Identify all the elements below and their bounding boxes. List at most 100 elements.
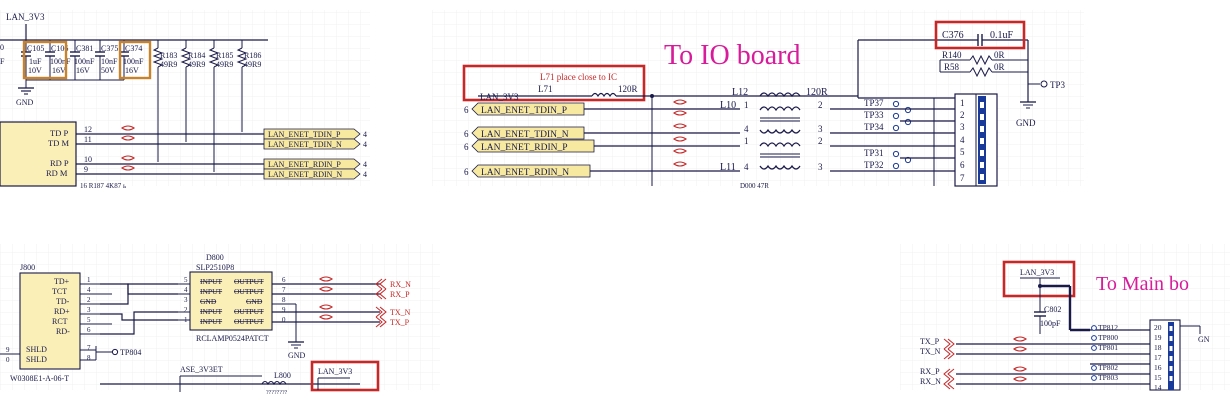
pin-number: 3: [818, 124, 823, 134]
highlight-box-c376: [934, 20, 1026, 50]
resistor-ref: R186: [244, 51, 261, 60]
sheet-ref: 4: [363, 130, 367, 139]
sheet-ref: 4: [363, 170, 367, 179]
power-net-label: LAN_3V3: [318, 367, 352, 376]
tvs-pin-name: OUTPUT: [234, 287, 264, 296]
cap-voltage: 16V: [125, 66, 139, 75]
tvs-pin-name: INPUT: [200, 277, 223, 286]
cap-group-box: [22, 40, 68, 80]
pin-number: 3: [184, 296, 188, 304]
pin-number: 9: [84, 165, 88, 174]
highlight-box-lan3v3: [1002, 260, 1076, 298]
pin-number: 6: [282, 276, 286, 284]
choke-ref: L10: [720, 100, 736, 111]
pin-number: 10: [84, 155, 92, 164]
net-label-text: TX_N: [920, 347, 941, 356]
test-point-label: TP3: [1050, 80, 1066, 90]
net-label-text: LAN_ENET_RDIN_P: [268, 160, 341, 169]
pin-number: 16: [1154, 363, 1162, 372]
resistor-r184: R184 49R9: [180, 40, 205, 142]
pin-number: 4: [744, 124, 749, 134]
sheet-ref: 6: [464, 105, 469, 115]
resistor-r186: R186 49R9: [236, 40, 261, 132]
pin-number: 0: [282, 316, 286, 324]
panel-d-main-board: To Main bo LAN_3V3 C802 100pF TX_P TX_N …: [900, 244, 1230, 392]
gnd-label: GN: [1198, 335, 1210, 344]
cap-voltage: 16V: [52, 66, 66, 75]
test-point-label: TP34: [864, 122, 884, 132]
net-label-tdin-p-b: 6 LAN_ENET_TDIN_P: [464, 102, 585, 116]
capacitor-c375: C375 10nF 50V: [95, 40, 118, 80]
pin-number: 8: [87, 354, 91, 362]
pin-number: 0: [6, 356, 10, 364]
pin-number: 3: [960, 122, 965, 132]
resistor-value: 0R: [994, 50, 1005, 60]
net-label-text: LAN_ENET_RDIN_P: [481, 143, 568, 153]
net-label-rx-p-d: RX_P: [920, 367, 955, 380]
cap-ref: C802: [1044, 305, 1061, 314]
sheet-ref: 4: [363, 160, 367, 169]
pin-name: RD P: [50, 158, 69, 168]
tvs-part: RCLAMP0524PATCT: [196, 334, 269, 343]
pin-number: 11: [84, 135, 92, 144]
pin-number: 1: [87, 276, 91, 284]
pin-number: 4: [960, 135, 965, 145]
tvs-array: [189, 271, 273, 331]
resistor-value: 49R9: [244, 60, 261, 69]
connector-part: W0308E1-A-06-T: [10, 374, 69, 383]
test-point-label: TP801: [1098, 343, 1118, 352]
net-label-text: TX_N: [390, 308, 411, 317]
pin-number: 18: [1154, 343, 1162, 352]
panel-title: To IO board: [664, 40, 800, 71]
pin-number: 1: [744, 136, 749, 146]
pin-name: SHLD: [26, 345, 47, 354]
panel-b-io-board: To IO board C376 0.1uF R140 0R R58 0R TP…: [432, 10, 1084, 190]
net-label-text: LAN_ENET_TDIN_P: [268, 130, 341, 139]
diff-pair-marker: [319, 276, 333, 320]
pin-number: 1: [744, 100, 749, 110]
resistor-value: 49R9: [216, 60, 233, 69]
net-label-text: LAN_ENET_RDIN_N: [268, 170, 342, 179]
tvs-pin-name: INPUT: [200, 287, 223, 296]
gnd-symbol: GND: [16, 87, 34, 107]
net-label-tdin-n-b: 6 LAN_ENET_TDIN_N: [464, 126, 585, 140]
sheet-ref: 6: [464, 167, 469, 177]
net-label-text: LAN_ENET_TDIN_P: [481, 106, 567, 116]
net-label-rx-p: RX_P: [375, 288, 410, 300]
resistor-value: 49R9: [160, 60, 177, 69]
power-net-label: LAN_3V3: [6, 12, 45, 22]
test-point-icon: [1040, 80, 1048, 88]
highlight-box-l71: [462, 64, 646, 102]
pin-number: 7: [960, 173, 965, 183]
net-label-text: RX_N: [920, 377, 941, 386]
choke-ref: L11: [720, 162, 736, 173]
highlight-box-lan3v3: [310, 360, 380, 392]
rj45-connector: [19, 272, 81, 370]
pin-number: 7: [87, 344, 91, 352]
pin-number: 12: [84, 125, 92, 134]
test-point-icon: [111, 348, 119, 356]
gnd-symbol: GND: [1016, 101, 1036, 128]
capacitor-c381: C381 100nF 16V: [70, 40, 95, 80]
choke-icon: [759, 142, 801, 148]
pin-number: 6: [960, 160, 965, 170]
cap-voltage: 50V: [101, 66, 115, 75]
pin-number: 4: [744, 162, 749, 172]
pin-name: TD+: [54, 277, 70, 286]
connector-ref: J800: [20, 263, 35, 272]
tvs-pin-name: OUTPUT: [234, 307, 264, 316]
test-point-label: TP33: [864, 110, 884, 120]
pin-number: 5: [960, 147, 965, 157]
cap-group-box: [118, 40, 152, 80]
cap-voltage: 10V: [28, 66, 42, 75]
tvs-pin-name: OUTPUT: [234, 317, 264, 326]
sheet-ref: 4: [363, 140, 367, 149]
net-label-text: TX_P: [390, 318, 410, 327]
cap-ref: C105: [27, 44, 44, 53]
pin-number: 8: [282, 296, 286, 304]
pin-number: 2: [818, 100, 823, 110]
pin-number: 15: [1154, 373, 1162, 382]
pin-number: 2: [960, 110, 965, 120]
net-label-tx-n-d: TX_N: [920, 347, 955, 360]
pin-number: 19: [1154, 333, 1162, 342]
